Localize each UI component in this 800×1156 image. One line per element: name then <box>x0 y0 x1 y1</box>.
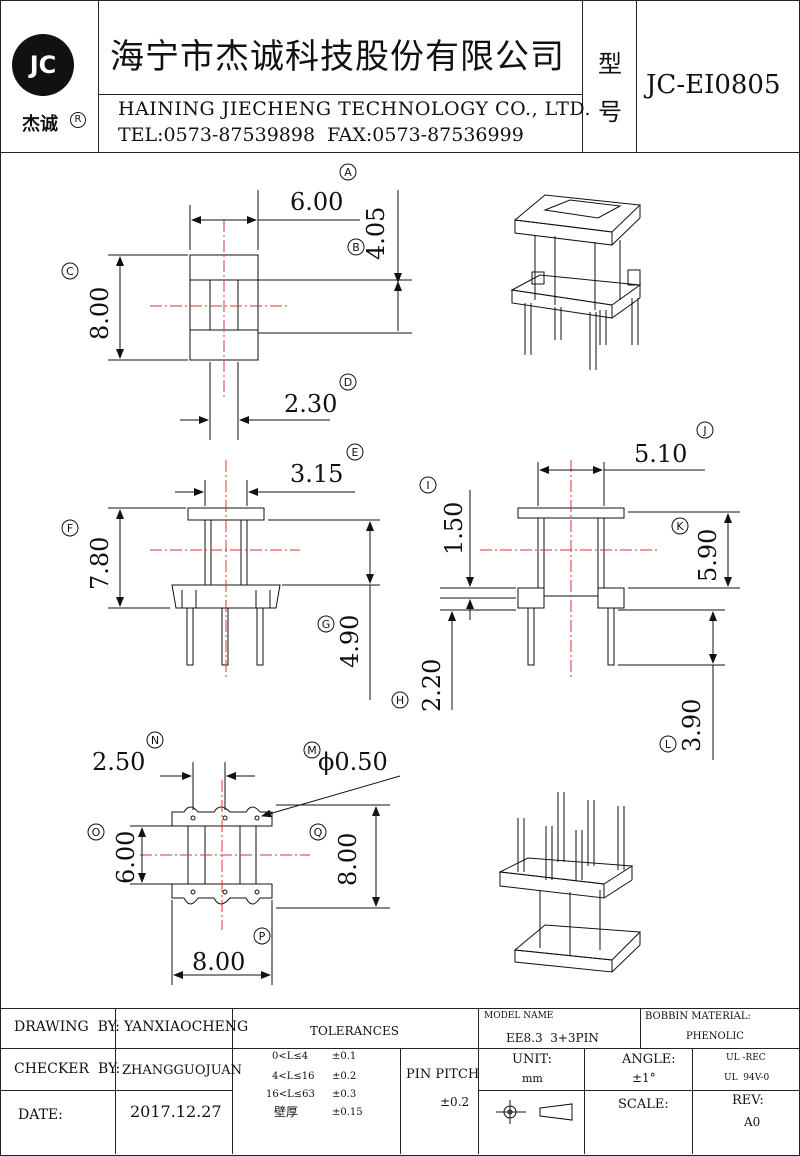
marker-o: O <box>92 826 101 839</box>
logo-brand-text: 杰诚 <box>22 114 58 135</box>
drawing-by-label: DRAWING BY: <box>14 1019 120 1035</box>
title-col-2 <box>232 1008 233 1154</box>
marker-h: H <box>396 694 404 707</box>
header-company-split <box>98 94 582 95</box>
dim-p: 8.00 <box>192 948 245 976</box>
front-view <box>108 460 380 700</box>
tol-range-1: 0<L≤4 <box>272 1051 309 1062</box>
tol-range-4: 壁厚 <box>274 1105 299 1119</box>
marker-e: E <box>352 446 359 459</box>
dim-f: 7.80 <box>86 537 114 590</box>
bobbin-material-label: BOBBIN MATERIAL: <box>645 1011 751 1022</box>
bobbin-material-value: PHENOLIC <box>686 1031 744 1042</box>
ul-94v0: UL 94V-0 <box>724 1073 770 1083</box>
model-label-2: 号 <box>598 98 622 126</box>
marker-circles <box>61 163 714 945</box>
dim-j: 5.10 <box>634 440 687 468</box>
tol-value-3: ±0.3 <box>332 1089 357 1100</box>
dim-i: 1.50 <box>440 502 468 555</box>
dim-b: 4.05 <box>362 207 390 260</box>
marker-m: M <box>307 744 317 757</box>
title-col-4 <box>478 1008 479 1154</box>
isometric-view-bottom <box>498 792 642 973</box>
tol-range-2: 4<L≤16 <box>272 1071 315 1082</box>
dim-l: 3.90 <box>678 699 706 752</box>
marker-f: F <box>67 522 73 535</box>
marker-k: K <box>676 520 684 533</box>
company-logo: JC <box>12 34 74 96</box>
unit-label: UNIT: <box>512 1052 553 1067</box>
model-name-value: EE8.3 3+3PIN <box>506 1031 599 1045</box>
bottom-view <box>130 762 401 985</box>
marker-j: J <box>702 424 706 437</box>
dim-g: 4.90 <box>336 615 364 668</box>
marker-b: B <box>352 241 360 254</box>
header-divider-company <box>582 0 583 152</box>
header-divider-model <box>636 0 637 152</box>
title-row-2b <box>478 1090 800 1091</box>
dim-d: 2.30 <box>284 390 337 418</box>
model-number: JC-EI0805 <box>646 70 781 100</box>
dim-c: 8.00 <box>86 287 114 340</box>
company-contact: TEL:0573-87539898 FAX:0573-87536999 <box>118 124 524 146</box>
title-col-3 <box>400 1048 401 1154</box>
marker-c: C <box>66 265 74 278</box>
tol-value-4: ±0.15 <box>332 1107 363 1118</box>
drawing-by-value: YANXIAOCHENG <box>124 1019 249 1035</box>
marker-p: P <box>259 930 266 943</box>
unit-value: mm <box>522 1072 543 1085</box>
tolerances-label: TOLERANCES <box>310 1024 399 1038</box>
header-bottom-line <box>0 152 800 153</box>
isometric-view-top <box>510 194 642 370</box>
side-view <box>440 460 740 760</box>
dim-e: 3.15 <box>290 460 343 488</box>
top-view <box>108 190 412 440</box>
title-block-top <box>0 1008 800 1009</box>
tol-range-3: 16<L≤63 <box>266 1089 315 1100</box>
marker-g: G <box>322 618 331 631</box>
title-row-2 <box>0 1090 232 1091</box>
company-name-cn: 海宁市杰诚科技股份有限公司 <box>110 37 565 77</box>
dim-h: 2.20 <box>418 659 446 712</box>
dim-a: 6.00 <box>290 188 343 216</box>
title-col-5 <box>640 1008 641 1048</box>
marker-q: Q <box>314 826 323 839</box>
marker-n: N <box>151 734 159 747</box>
date-value: 2017.12.27 <box>130 1102 222 1121</box>
company-name-en: HAINING JIECHENG TECHNOLOGY CO., LTD. <box>118 98 592 120</box>
dim-q: 8.00 <box>334 833 362 886</box>
marker-d: D <box>344 376 352 389</box>
dimension-values: 6.00 4.05 8.00 2.30 3.15 7.80 4.90 1.50 … <box>86 188 722 976</box>
checker-by-value: ZHANGGUOJUAN <box>122 1063 243 1078</box>
dim-n: 2.50 <box>92 748 145 776</box>
model-label-1: 型 <box>598 50 622 78</box>
tol-value-1: ±0.1 <box>332 1051 357 1062</box>
title-col-6 <box>584 1048 585 1154</box>
title-col-7 <box>692 1048 693 1154</box>
dim-o: 6.00 <box>112 831 140 884</box>
marker-l: L <box>665 738 672 751</box>
marker-letters: A B C D E F G H I J L K M N O P Q <box>66 166 706 943</box>
scale-label: SCALE: <box>618 1097 669 1112</box>
header-divider-logo <box>98 0 99 152</box>
model-name-label: MODEL NAME <box>484 1011 554 1021</box>
dim-k: 5.90 <box>694 529 722 582</box>
ul-rec: UL -REC <box>726 1053 766 1063</box>
date-label: DATE: <box>18 1107 63 1123</box>
angle-value: ±1° <box>632 1071 656 1085</box>
angle-label: ANGLE: <box>622 1052 676 1067</box>
title-col-1 <box>115 1008 116 1154</box>
marker-a: A <box>344 166 352 179</box>
registered-mark-icon: R <box>70 112 86 128</box>
pin-pitch-value: ±0.2 <box>440 1095 470 1109</box>
pin-pitch-label: PIN PITCH <box>406 1067 480 1082</box>
rev-label: REV: <box>732 1093 764 1108</box>
tol-value-2: ±0.2 <box>332 1071 357 1082</box>
checker-by-label: CHECKER BY: <box>14 1061 121 1077</box>
marker-i: I <box>426 479 429 492</box>
dim-m: ϕ0.50 <box>318 748 388 776</box>
rev-value: A0 <box>744 1115 761 1129</box>
